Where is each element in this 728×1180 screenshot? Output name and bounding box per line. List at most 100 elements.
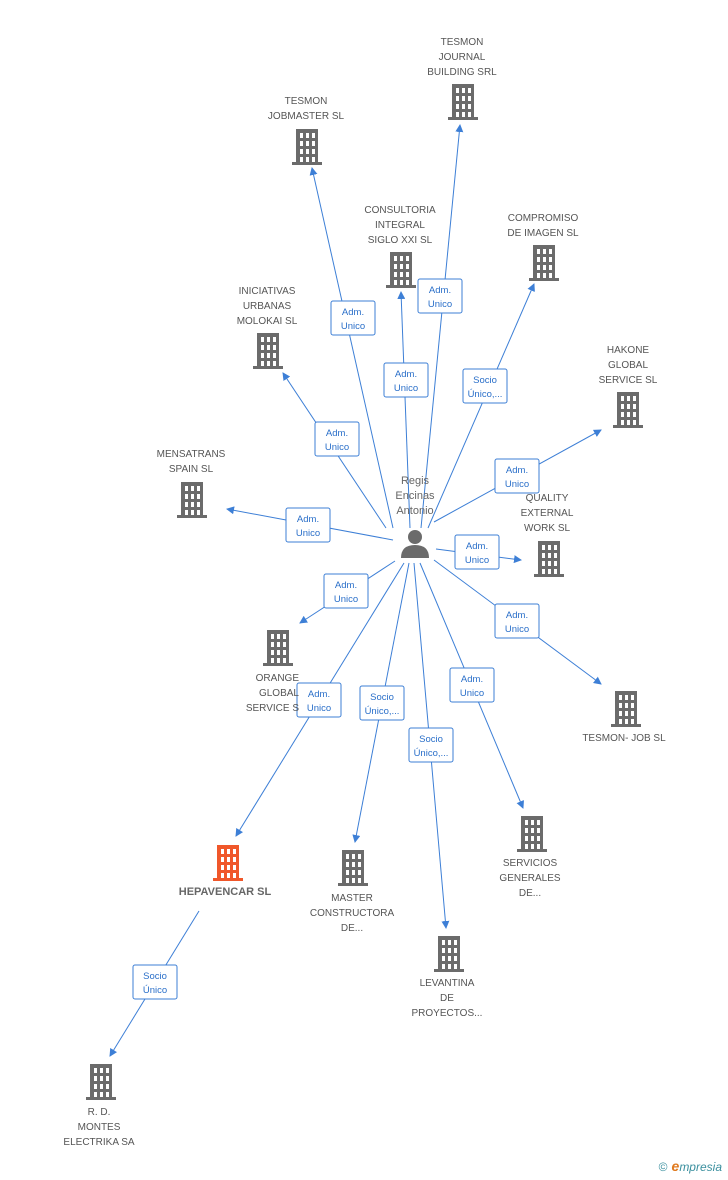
relation-label-box[interactable]: Adm.Unico — [494, 458, 540, 494]
company-label-line: MENSATRANS — [157, 449, 226, 460]
relation-tesmon-journal[interactable]: Adm.Unico — [417, 124, 464, 529]
company-node-mensatrans[interactable]: MENSATRANS SPAIN SL — [157, 449, 226, 518]
relation-hakone[interactable]: Adm.Unico — [433, 429, 602, 523]
relation-consultoria[interactable]: Adm.Unico — [383, 291, 429, 529]
company-label-line: SERVICIOS — [503, 858, 558, 869]
company-label-line: DE — [440, 993, 454, 1004]
relation-label-line: Unico — [334, 594, 358, 605]
company-label-line: MOLOKAI SL — [237, 316, 298, 327]
relation-hepavencar[interactable]: Adm. Unico — [235, 562, 405, 837]
relation-label-box[interactable]: Adm. Unico — [323, 573, 369, 609]
relation-label-line: Único,... — [414, 748, 449, 759]
relation-label: Adm.Unico — [505, 610, 529, 635]
building-icon — [86, 1064, 116, 1100]
relation-line — [397, 291, 411, 529]
company-label: HEPAVENCAR SL — [179, 886, 272, 898]
company-label-line: COMPROMISO — [508, 213, 579, 224]
relation-orange[interactable]: Adm. Unico — [299, 560, 396, 624]
relation-tesmon-jobmaster[interactable]: Adm.Unico — [309, 167, 394, 529]
relation-label: Adm. Unico — [334, 580, 358, 605]
copyright-symbol: © — [658, 1160, 668, 1174]
relation-servicios[interactable]: Adm.Unico — [419, 562, 524, 809]
relation-label-box[interactable]: Adm.Unico — [417, 278, 463, 314]
building-icon — [529, 245, 559, 281]
relation-quality[interactable]: Adm.Unico — [435, 534, 522, 570]
relation-label-line: Unico — [505, 479, 529, 490]
building-icon — [177, 482, 207, 518]
building-icon — [613, 392, 643, 428]
relation-line — [427, 283, 535, 529]
relation-label: Adm.Unico — [460, 674, 484, 699]
relation-label-box[interactable]: Adm.Unico — [296, 682, 342, 718]
relation-label-box[interactable]: Adm.Unico — [383, 362, 429, 398]
relation-label-box[interactable]: Adm.Unico — [285, 507, 331, 543]
building-icon — [448, 84, 478, 120]
relation-label-line: Socio — [143, 971, 167, 982]
person-icon — [401, 530, 429, 558]
company-node-tesmon-job[interactable]: TESMON- JOB SL — [582, 691, 666, 744]
company-label-line: QUALITY — [526, 493, 569, 504]
company-node-hepavencar[interactable]: HEPAVENCAR SL — [179, 845, 272, 898]
relation-label: Adm.Unico — [465, 541, 489, 566]
relation-tesmon-job[interactable]: Adm.Unico — [433, 559, 602, 685]
company-label-line: JOBMASTER SL — [268, 111, 345, 122]
company-label-line: SERVICE S — [246, 703, 299, 714]
company-label-line: CONSULTORIA — [364, 205, 436, 216]
company-label-line: DE... — [341, 923, 363, 934]
building-icon — [292, 129, 322, 165]
brand-name: mpresia — [679, 1160, 722, 1174]
relation-label-box[interactable]: Adm.Unico — [330, 300, 376, 336]
company-label-line: MASTER — [331, 893, 373, 904]
person-name-line: Encinas — [395, 490, 435, 502]
company-label-line: SIGLO XXI SL — [368, 235, 433, 246]
company-label-line: JOURNAL — [439, 52, 486, 63]
company-label-line: GLOBAL — [608, 360, 648, 371]
relation-label: Adm.Unico — [505, 465, 529, 490]
relation-label-line: Único,... — [365, 706, 400, 717]
relation-label-line: Adm. — [335, 580, 357, 591]
relation-mensatrans[interactable]: Adm.Unico — [226, 506, 394, 543]
relation-line — [309, 167, 394, 529]
company-label-line: SPAIN SL — [169, 464, 214, 475]
relation-label-box[interactable]: Adm.Unico — [494, 603, 540, 639]
company-label-line: PROYECTOS... — [412, 1008, 483, 1019]
relation-label-box[interactable]: Adm.Unico — [314, 421, 360, 457]
building-icon — [338, 850, 368, 886]
relation-label-line: Adm. — [466, 541, 488, 552]
relation-label-line: Adm. — [461, 674, 483, 685]
relation-label-line: Unico — [428, 299, 452, 310]
relation-label: Adm.Unico — [296, 514, 320, 539]
relation-iniciativas[interactable]: Adm.Unico — [282, 372, 387, 529]
relation-label-box[interactable]: Adm.Unico — [449, 667, 495, 703]
company-label-line: SERVICE SL — [599, 375, 658, 386]
relation-label-box[interactable]: Adm.Unico — [454, 534, 500, 570]
